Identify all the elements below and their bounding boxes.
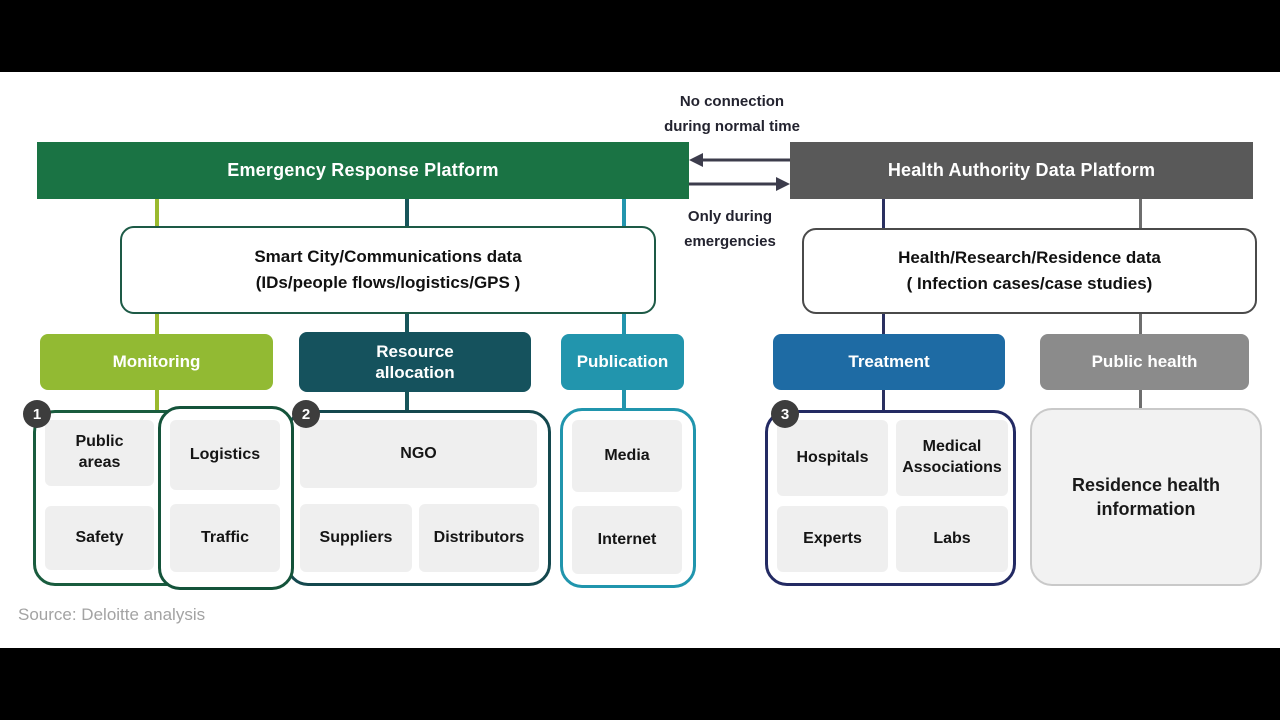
source-note: Source: Deloitte analysis bbox=[18, 605, 206, 624]
health-data-line1: Health/Research/Residence data bbox=[898, 248, 1161, 267]
health-authority-platform-header: Health Authority Data Platform bbox=[790, 142, 1253, 199]
health-research-data-box: Health/Research/Residence data ( Infecti… bbox=[802, 228, 1257, 314]
category-resource-allocation: Resource allocation bbox=[299, 332, 531, 392]
cell-hospitals: Hospitals bbox=[777, 420, 888, 496]
cell-medical-associations: Medical Associations bbox=[896, 420, 1008, 496]
cell-distributors: Distributors bbox=[419, 504, 539, 572]
cell-experts: Experts bbox=[777, 506, 888, 572]
category-monitoring: Monitoring bbox=[40, 334, 273, 390]
connector-resource-lower bbox=[405, 392, 409, 414]
residence-health-group-box: Residence health information bbox=[1030, 408, 1262, 586]
cell-labs: Labs bbox=[896, 506, 1008, 572]
connector-resource-mid bbox=[405, 310, 409, 337]
cell-ngo: NGO bbox=[300, 420, 537, 488]
diagram-canvas: No connection during normal time Only du… bbox=[0, 72, 1280, 648]
connector-publication-lower bbox=[622, 390, 626, 414]
category-public-health: Public health bbox=[1040, 334, 1249, 390]
category-treatment: Treatment bbox=[773, 334, 1005, 390]
badge-2: 2 bbox=[292, 400, 320, 428]
connector-treatment-mid bbox=[882, 310, 885, 337]
connector-publichealth-mid bbox=[1139, 310, 1142, 337]
cell-safety: Safety bbox=[45, 506, 154, 570]
platform-connection-arrows bbox=[689, 153, 790, 191]
badge-3: 3 bbox=[771, 400, 799, 428]
cell-suppliers: Suppliers bbox=[300, 504, 412, 572]
smart-city-data-line1: Smart City/Communications data bbox=[254, 247, 522, 266]
connector-monitoring-mid bbox=[155, 310, 159, 337]
smart-city-data-line2: (IDs/people flows/logistics/GPS ) bbox=[255, 273, 521, 292]
smart-city-data-box: Smart City/Communications data (IDs/peop… bbox=[120, 226, 656, 314]
cell-internet: Internet bbox=[572, 506, 682, 574]
connector-monitoring-lower bbox=[155, 390, 159, 414]
emergency-response-platform-header: Emergency Response Platform bbox=[37, 142, 689, 199]
cell-logistics: Logistics bbox=[170, 420, 280, 490]
connector-publication-upper bbox=[622, 199, 626, 227]
connector-resource-upper bbox=[405, 199, 409, 227]
health-data-line2: ( Infection cases/case studies) bbox=[906, 274, 1153, 293]
connector-treatment-upper bbox=[882, 199, 885, 229]
connector-publichealth-lower bbox=[1139, 390, 1142, 414]
only-emergencies-label: Only during emergencies bbox=[684, 208, 776, 250]
connector-publication-mid bbox=[622, 310, 626, 337]
cell-traffic: Traffic bbox=[170, 504, 280, 572]
category-publication: Publication bbox=[561, 334, 684, 390]
connector-publichealth-upper bbox=[1139, 199, 1142, 229]
cell-media: Media bbox=[572, 420, 682, 492]
badge-1: 1 bbox=[23, 400, 51, 428]
cell-public-areas: Public areas bbox=[45, 420, 154, 486]
connector-monitoring-upper bbox=[155, 199, 159, 227]
no-connection-label: No connection during normal time bbox=[664, 93, 800, 135]
connector-treatment-lower bbox=[882, 390, 885, 414]
